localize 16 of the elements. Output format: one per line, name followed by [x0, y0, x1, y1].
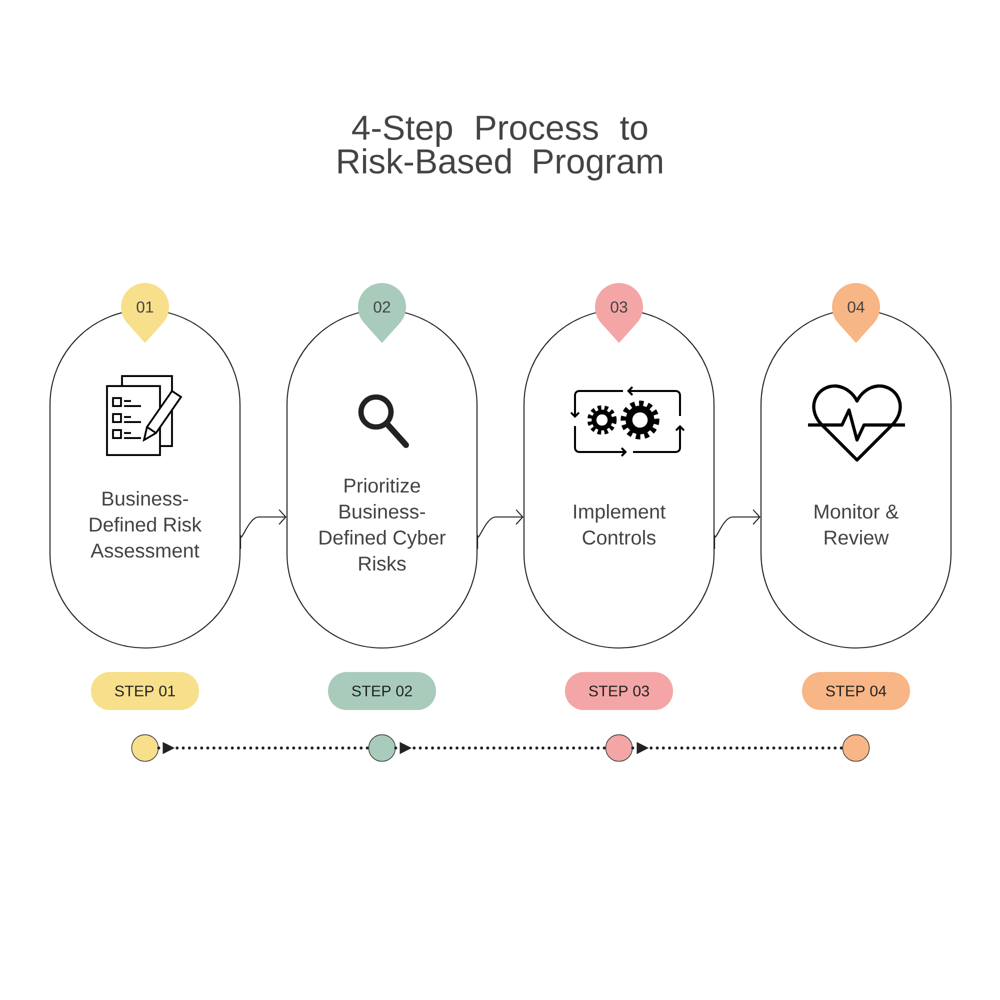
- number-badge: 01: [121, 283, 169, 343]
- timeline-dot: [842, 734, 870, 762]
- arrow: [714, 509, 760, 549]
- number-badge: 03: [595, 283, 643, 343]
- step-pill: STEP 01: [91, 672, 199, 710]
- step-pill: STEP 03: [565, 672, 673, 710]
- timeline-dot: [368, 734, 396, 762]
- timeline-dot: [131, 734, 159, 762]
- number-badge: 04: [832, 283, 880, 343]
- number-badge: 02: [358, 283, 406, 343]
- arrow: [477, 509, 524, 549]
- title: 4-Step Process to Risk-Based Program: [338, 115, 662, 181]
- step-pill: STEP 04: [802, 672, 910, 710]
- arrow: [240, 509, 286, 549]
- timeline-dot: [605, 734, 633, 762]
- step-pill: STEP 02: [328, 672, 436, 710]
